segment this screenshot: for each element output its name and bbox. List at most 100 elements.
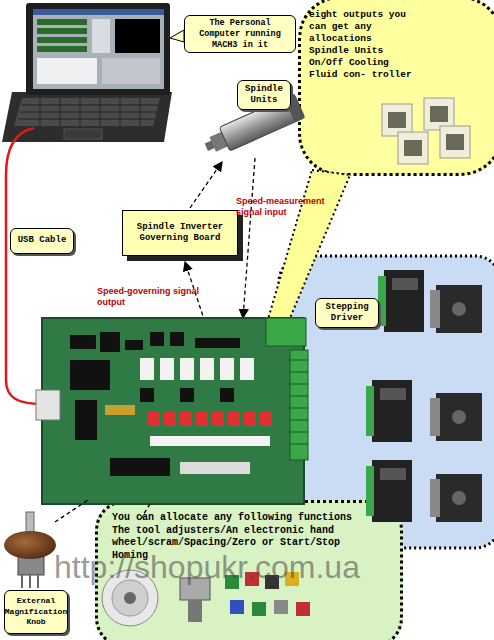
laptop-part (37, 58, 97, 84)
relay-group-part (424, 98, 454, 130)
controller-board-part (220, 358, 234, 380)
stepper-motors (430, 285, 482, 522)
signal-arrows-part (185, 262, 205, 322)
node-text: Spindle Inverter Governing Board (126, 222, 234, 245)
controller-board-part (150, 436, 270, 446)
stepper-motors-part (430, 479, 440, 517)
input-devices-part (124, 592, 136, 604)
function-link (140, 504, 150, 520)
laptop-part (64, 129, 102, 139)
relay-group-part (382, 104, 412, 136)
relay-group-part (404, 140, 422, 156)
stepper-drivers-part (380, 388, 406, 400)
controller-board-part (105, 405, 135, 415)
controller-board-part (150, 332, 164, 346)
stepper-motors-part (436, 393, 482, 441)
laptop-part (102, 58, 160, 84)
input-devices-part (296, 602, 310, 616)
controller-board-part (140, 358, 154, 380)
controller-board-part (70, 335, 96, 349)
watermark: http://shopukr.com.ua (54, 550, 494, 584)
controller-board-part (180, 388, 194, 402)
controller-board-part (164, 412, 176, 426)
stepper-drivers-part (392, 278, 418, 290)
stepper-drivers-part (384, 270, 424, 332)
laptop-part (92, 19, 110, 53)
node-text: Stepping Driver (319, 302, 375, 325)
magnification-knob-part (55, 500, 88, 522)
stepper-drivers-part (366, 466, 374, 516)
stepper-drivers-part (378, 276, 386, 326)
usb-callout: USB Cable (10, 228, 74, 254)
stepper-motors-part (430, 398, 440, 436)
laptop-part (26, 3, 170, 95)
stepper-motors-part (452, 410, 466, 424)
input-devices (102, 570, 310, 626)
node-text: The Personal Computer running MACH3 in i… (188, 18, 292, 51)
output-beam (266, 170, 350, 330)
inverter-board: Spindle Inverter Governing Board (122, 210, 238, 256)
laptop-part (14, 98, 160, 126)
laptop-part (37, 28, 87, 34)
controller-board-part (180, 358, 194, 380)
controller-board-part (160, 358, 174, 380)
input-devices-part (102, 570, 158, 626)
output-beam-part (266, 170, 350, 330)
controller-board-part (200, 358, 214, 380)
spindle-callout: Spindle Units (237, 80, 291, 110)
controller-board-part (196, 412, 208, 426)
signal-label: Speed-measurement signal input (236, 196, 336, 218)
spindle-motor-part (219, 94, 304, 151)
controller-board-part (240, 358, 254, 380)
controller-board-part (212, 412, 224, 426)
laptop-part (18, 105, 158, 119)
magnification-knob-part (22, 575, 38, 588)
controller-board-part (180, 462, 250, 474)
signal-arrows-part (243, 158, 255, 318)
controller-board-part (75, 400, 97, 440)
controller-board-part (290, 350, 308, 460)
controller-board-part (220, 388, 234, 402)
input-devices-part (252, 602, 266, 616)
knob-callout: External Magnification Knob (4, 590, 68, 634)
laptop-part (37, 19, 87, 25)
signal-arrows (185, 158, 255, 322)
relay-group (382, 98, 470, 164)
usb-cable-part (6, 128, 42, 404)
stepper-motors-part (452, 302, 466, 316)
driver-callout: Stepping Driver (315, 298, 379, 328)
spindle-motor (201, 94, 305, 159)
controller-board-part (125, 340, 143, 350)
stepper-motors-part (452, 491, 466, 505)
relay-group-part (440, 126, 470, 158)
function-link-part (140, 504, 150, 520)
controller-board-part (36, 390, 60, 420)
controller-board-part (260, 412, 272, 426)
laptop-part (40, 98, 140, 126)
node-text: eight outputs you can get any allocation… (309, 9, 417, 81)
controller-board-part (170, 332, 184, 346)
input-devices-part (285, 572, 299, 586)
laptop-part (37, 37, 87, 43)
input-devices-part (265, 575, 279, 589)
signal-label: Speed-governing signal output (97, 286, 202, 308)
usb-cable (6, 128, 42, 404)
input-devices-part (245, 572, 259, 586)
callout-pointer-part (170, 30, 184, 42)
stepper-drivers-part (372, 460, 412, 522)
callout-pointer (170, 30, 184, 42)
input-devices-part (188, 600, 202, 622)
stepper-motors-part (430, 290, 440, 328)
controller-board-part (228, 412, 240, 426)
spindle-motor-part (284, 94, 305, 122)
magnification-knob-part (26, 512, 34, 534)
laptop (2, 3, 172, 142)
laptop-part (37, 46, 87, 52)
controller-board-part (70, 360, 110, 390)
laptop-part (2, 92, 172, 142)
signal-arrows-part (190, 162, 222, 208)
controller-board (36, 318, 308, 504)
relay-group-part (388, 112, 406, 128)
controller-board-part (244, 412, 256, 426)
laptop-part (33, 9, 164, 89)
